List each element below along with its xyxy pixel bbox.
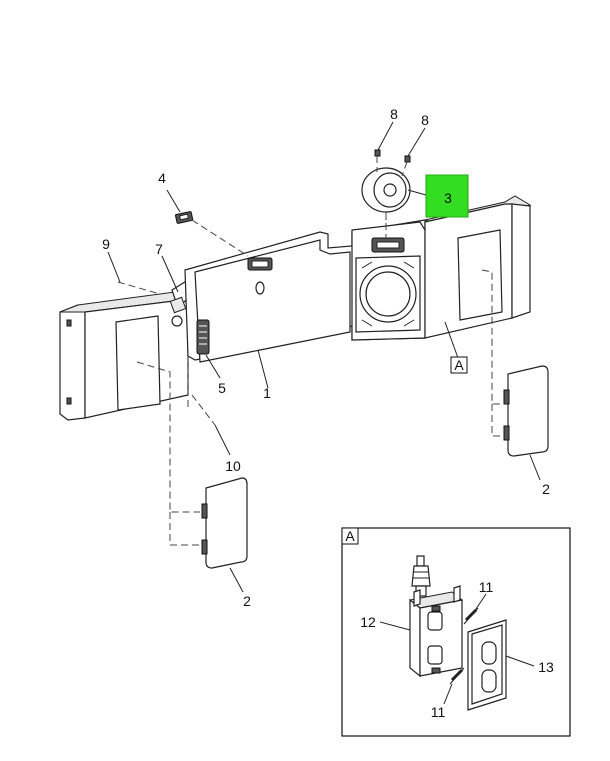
callout-8-left[interactable]: 8 bbox=[390, 106, 398, 122]
screw-11-bottom bbox=[449, 667, 465, 685]
dash-panel bbox=[59, 195, 532, 421]
leader-lines bbox=[107, 121, 541, 593]
gauge bbox=[361, 167, 411, 220]
callout-3-highlight[interactable] bbox=[425, 174, 469, 218]
left-cover-recess bbox=[115, 315, 161, 411]
callout-1[interactable]: 1 bbox=[263, 385, 271, 401]
right-cover-recess bbox=[457, 229, 503, 321]
callout-5[interactable]: 5 bbox=[218, 380, 226, 396]
callout-2-right[interactable]: 2 bbox=[542, 481, 550, 497]
detail-ref-box[interactable] bbox=[450, 356, 468, 374]
callout-8-right[interactable]: 8 bbox=[421, 112, 429, 128]
detail-title: A bbox=[345, 528, 355, 544]
callout-4[interactable]: 4 bbox=[158, 170, 166, 186]
cover-plate-left bbox=[201, 477, 248, 569]
callout-9[interactable]: 9 bbox=[102, 236, 110, 252]
callout-7[interactable]: 7 bbox=[155, 241, 163, 257]
outlet-box bbox=[408, 585, 464, 678]
callout-13[interactable]: 13 bbox=[538, 659, 554, 675]
detail-ref-label[interactable]: A bbox=[454, 357, 464, 373]
assembly-lines bbox=[117, 212, 504, 546]
callout-12[interactable]: 12 bbox=[360, 614, 376, 630]
wall-plate bbox=[467, 619, 507, 711]
callout-11-bottom[interactable]: 11 bbox=[431, 704, 446, 720]
vent-grille bbox=[196, 319, 210, 355]
callout-10[interactable]: 10 bbox=[225, 458, 241, 474]
callout-2-left[interactable]: 2 bbox=[243, 593, 251, 609]
callout-3[interactable]: 3 bbox=[444, 190, 452, 206]
screw-8a bbox=[374, 149, 381, 172]
clip-part-4 bbox=[175, 211, 249, 257]
screw-8b bbox=[401, 155, 411, 177]
detail-view-a: A bbox=[341, 527, 571, 737]
cover-plate-right bbox=[503, 365, 549, 457]
callout-11-top[interactable]: 11 bbox=[479, 579, 494, 595]
